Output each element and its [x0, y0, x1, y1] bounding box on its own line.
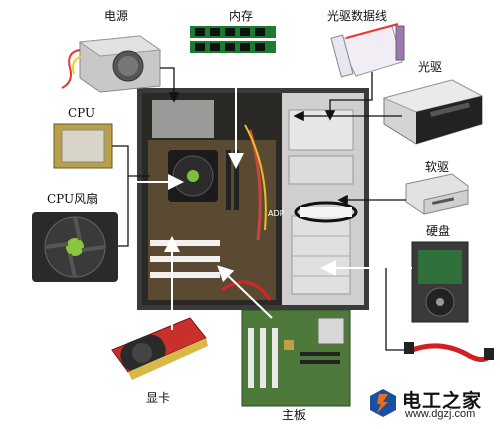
label-ram: 内存 — [229, 9, 254, 23]
label-gpu: 显卡 — [146, 391, 171, 405]
sata-cable-image — [404, 342, 494, 362]
psu-image — [61, 35, 162, 93]
cpu-connector — [112, 145, 150, 177]
label-psu: 电源 — [104, 9, 129, 23]
label-optical: 光驱 — [418, 60, 443, 74]
label-floppy: 软驱 — [425, 160, 450, 174]
watermark-name: 电工之家 — [402, 390, 483, 412]
watermark-site: www.dgzj.com — [405, 408, 476, 420]
psu-connector — [160, 67, 180, 103]
ribbon-cable-image — [330, 23, 405, 78]
ram-image — [190, 26, 276, 53]
label-cpu: CPU — [68, 106, 96, 120]
cpu-image — [53, 123, 113, 169]
floppy-drive-image — [405, 173, 469, 215]
board-connector — [217, 265, 273, 319]
gpu-image — [111, 317, 208, 380]
label-cpu-fan: CPU风扇 — [47, 192, 99, 206]
cpu-fan-image — [32, 212, 118, 282]
cable-connector — [324, 72, 373, 121]
optical-drive-image — [382, 79, 484, 145]
motherboard-image — [241, 309, 351, 407]
case-marking: ADP — [268, 209, 285, 218]
fan-connector — [118, 176, 129, 247]
label-hdd: 硬盘 — [426, 224, 451, 238]
watermark-logo-icon — [370, 389, 396, 417]
label-cable: 光驱数据线 — [327, 9, 388, 23]
computer-case: ADP — [137, 88, 369, 310]
label-board: 主板 — [282, 408, 307, 422]
hdd-image — [411, 241, 469, 323]
sata-connector — [385, 268, 404, 351]
connector-lines — [112, 56, 412, 351]
